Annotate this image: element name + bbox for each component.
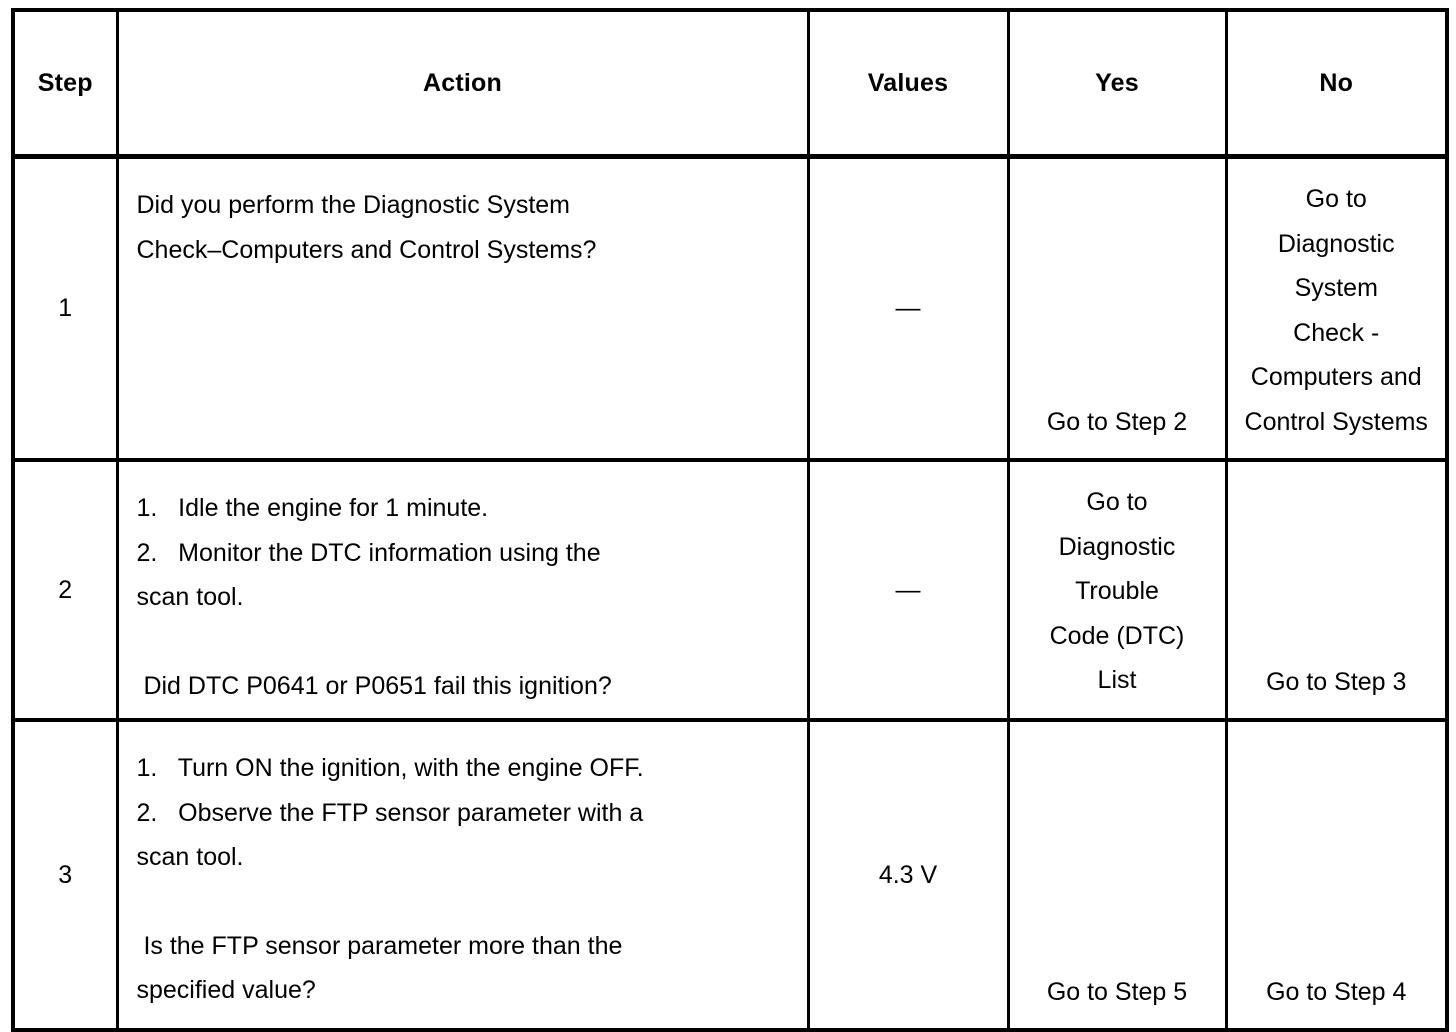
step-number: 3 — [58, 860, 73, 889]
yes-branch-cell: Go to Step 2 — [1006, 154, 1228, 462]
values-text: — — [895, 575, 921, 604]
no-branch-line: Diagnostic — [1277, 229, 1395, 258]
action-line: Check–Computers and Control Systems? — [136, 235, 597, 264]
column-header-yes: Yes — [1006, 8, 1228, 159]
action-line: Did DTC P0641 or P0651 fail this ignitio… — [136, 671, 612, 700]
action-line-spacer — [137, 880, 797, 924]
values-cell: — — [806, 154, 1010, 462]
values-cell: 4.3 V — [806, 718, 1010, 1032]
step-number: 1 — [58, 294, 73, 322]
table-header-row: Step Action Values Yes No — [11, 8, 1449, 159]
action-line: Is the FTP sensor parameter more than th… — [136, 931, 623, 960]
no-branch-line: Go to Step 3 — [1266, 667, 1407, 696]
action-line: 2. Monitor the DTC information using the — [136, 538, 601, 567]
no-branch-line: Go to — [1305, 185, 1367, 213]
yes-branch-line: Code (DTC) — [1049, 621, 1185, 650]
action-line: specified value? — [136, 976, 316, 1004]
values-text: 4.3 V — [878, 860, 938, 889]
table-row: 3 1. Turn ON the ignition, with the engi… — [11, 718, 1449, 1032]
column-header-yes-label: Yes — [1095, 68, 1139, 97]
values-text: — — [895, 294, 921, 323]
action-cell: 1. Idle the engine for 1 minute. 2. Moni… — [115, 458, 810, 722]
table-body: 1 Did you perform the Diagnostic System … — [11, 154, 1449, 1032]
action-line: scan tool. — [136, 843, 244, 871]
step-number: 2 — [58, 575, 73, 604]
action-line: Did you perform the Diagnostic System — [136, 191, 571, 219]
step-number-cell: 1 — [11, 154, 119, 462]
no-branch-cell: Go to Diagnostic System Check - Computer… — [1224, 154, 1449, 462]
action-line-spacer — [137, 620, 797, 664]
no-branch-line: Computers and — [1250, 363, 1422, 391]
no-branch-line: Check - — [1293, 318, 1380, 347]
no-branch-cell: Go to Step 4 — [1224, 718, 1449, 1032]
table-row: 1 Did you perform the Diagnostic System … — [11, 154, 1449, 462]
yes-branch-line: Go to — [1086, 488, 1148, 516]
values-cell: — — [806, 458, 1010, 722]
no-branch-line: System — [1294, 274, 1378, 302]
yes-branch-cell: Go to Step 5 — [1006, 718, 1228, 1032]
step-number-cell: 2 — [11, 458, 119, 722]
step-number-cell: 3 — [11, 718, 119, 1032]
yes-branch-line: Diagnostic — [1058, 532, 1176, 561]
column-header-no-label: No — [1319, 68, 1354, 97]
action-line: 1. Idle the engine for 1 minute. — [136, 494, 489, 522]
action-line: 2. Observe the FTP sensor parameter with… — [136, 798, 644, 827]
no-branch-line: Go to Step 4 — [1266, 977, 1407, 1006]
action-cell: 1. Turn ON the ignition, with the engine… — [115, 718, 810, 1032]
column-header-values: Values — [806, 8, 1010, 159]
yes-branch-line: List — [1097, 666, 1137, 694]
yes-branch-line: Go to Step 2 — [1046, 407, 1188, 436]
column-header-action: Action — [115, 8, 810, 159]
action-cell: Did you perform the Diagnostic System Ch… — [115, 154, 810, 462]
action-line: 1. Turn ON the ignition, with the engine… — [136, 754, 644, 782]
yes-branch-cell: Go to Diagnostic Trouble Code (DTC) List — [1006, 458, 1228, 722]
no-branch-line: Control Systems — [1244, 407, 1428, 436]
yes-branch-line: Trouble — [1075, 577, 1159, 605]
table-row: 2 1. Idle the engine for 1 minute. 2. Mo… — [11, 458, 1449, 722]
column-header-no: No — [1224, 8, 1449, 159]
diagnostic-procedure-table: Step Action Values Yes No — [11, 8, 1449, 1032]
column-header-values-label: Values — [867, 68, 949, 97]
column-header-action-label: Action — [423, 68, 502, 97]
yes-branch-line: Go to Step 5 — [1046, 977, 1188, 1006]
column-header-step: Step — [11, 8, 119, 159]
column-header-step-label: Step — [37, 68, 93, 97]
action-line: scan tool. — [136, 583, 244, 611]
no-branch-cell: Go to Step 3 — [1224, 458, 1449, 722]
